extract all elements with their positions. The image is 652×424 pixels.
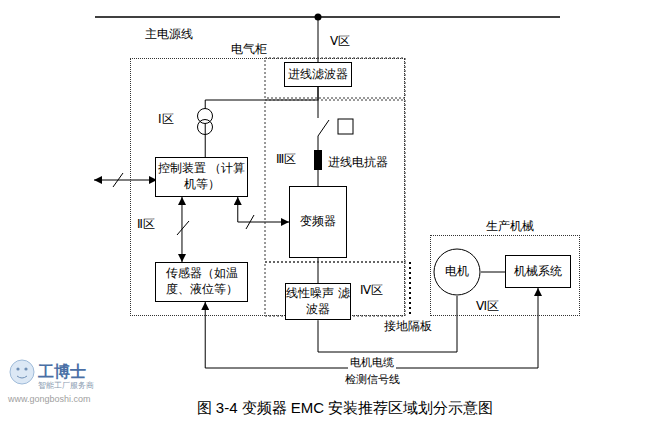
edge-label: 检测信号线 [343,372,402,387]
switch-symbol [318,120,329,136]
switch-box [338,119,353,134]
process-box: 传感器（如温 度、液位等） [155,262,248,302]
connector [205,87,318,157]
node-text: 变频器 [300,214,336,230]
node-text: 控制装置 （计算机等） [156,161,247,192]
switch-gap [312,118,324,136]
watermark: www.gongboshi.com [8,394,91,404]
watermark-logo [10,360,34,384]
connector [238,197,289,222]
external-link [94,180,157,181]
node-text: 机械系统 [514,264,562,280]
zone-label: Ⅰ区 [158,111,174,128]
zone-label: Ⅱ区 [137,216,155,233]
connector [318,87,319,186]
ground-plate [409,262,411,314]
connector [481,272,505,273]
process-box: 进线滤波器 [284,62,352,87]
figure-caption: 图 3-4 变频器 EMC 安装推荐区域划分示意图 [197,399,494,418]
zone-label: Ⅴ区 [330,33,350,50]
region-box: 进线滤波器控制装置 （计算机等） 变频器传感器（如温 度、液位等） 线性噪声 滤波器… [130,58,405,316]
bus-slash [246,215,254,229]
motor-circle: 电机 [433,248,481,296]
zone-label: 进线电抗器 [328,154,388,171]
power-line [95,16,560,18]
watermark: 智能工厂服务商 [38,380,94,391]
bus-slash [113,173,123,187]
node-text: 电机 [445,264,469,280]
process-box: 控制装置 （计算机等） [155,157,248,197]
zone-label: 主电源线 [145,26,193,43]
bus-slash [177,221,189,235]
process-box: 线性噪声 滤波器 [285,283,351,320]
feed-wire [318,17,319,62]
zone-outline [265,58,405,98]
node-text: 传感器（如温 度、液位等） [156,266,247,297]
zone-label: Ⅲ区 [276,151,296,168]
region-box: 电机机械系统生产机械 [430,235,580,316]
node-text: 线性噪声 滤波器 [286,286,350,317]
transformer-symbol [198,120,213,135]
process-box: 变频器 [289,186,347,258]
process-box: 机械系统 [505,255,571,288]
edge-label: 电机电缆 [348,355,396,370]
zone-label: Ⅵ区 [476,298,499,315]
zone-outline [265,100,405,262]
region-title: 电气柜 [231,41,267,58]
reactor-symbol [314,150,322,170]
zone-label: 接地隔板 [384,318,432,335]
watermark: 工博士 [38,362,86,383]
zone-label: Ⅳ区 [360,282,383,299]
region-title: 生产机械 [486,218,534,235]
node-text: 进线滤波器 [288,67,348,83]
